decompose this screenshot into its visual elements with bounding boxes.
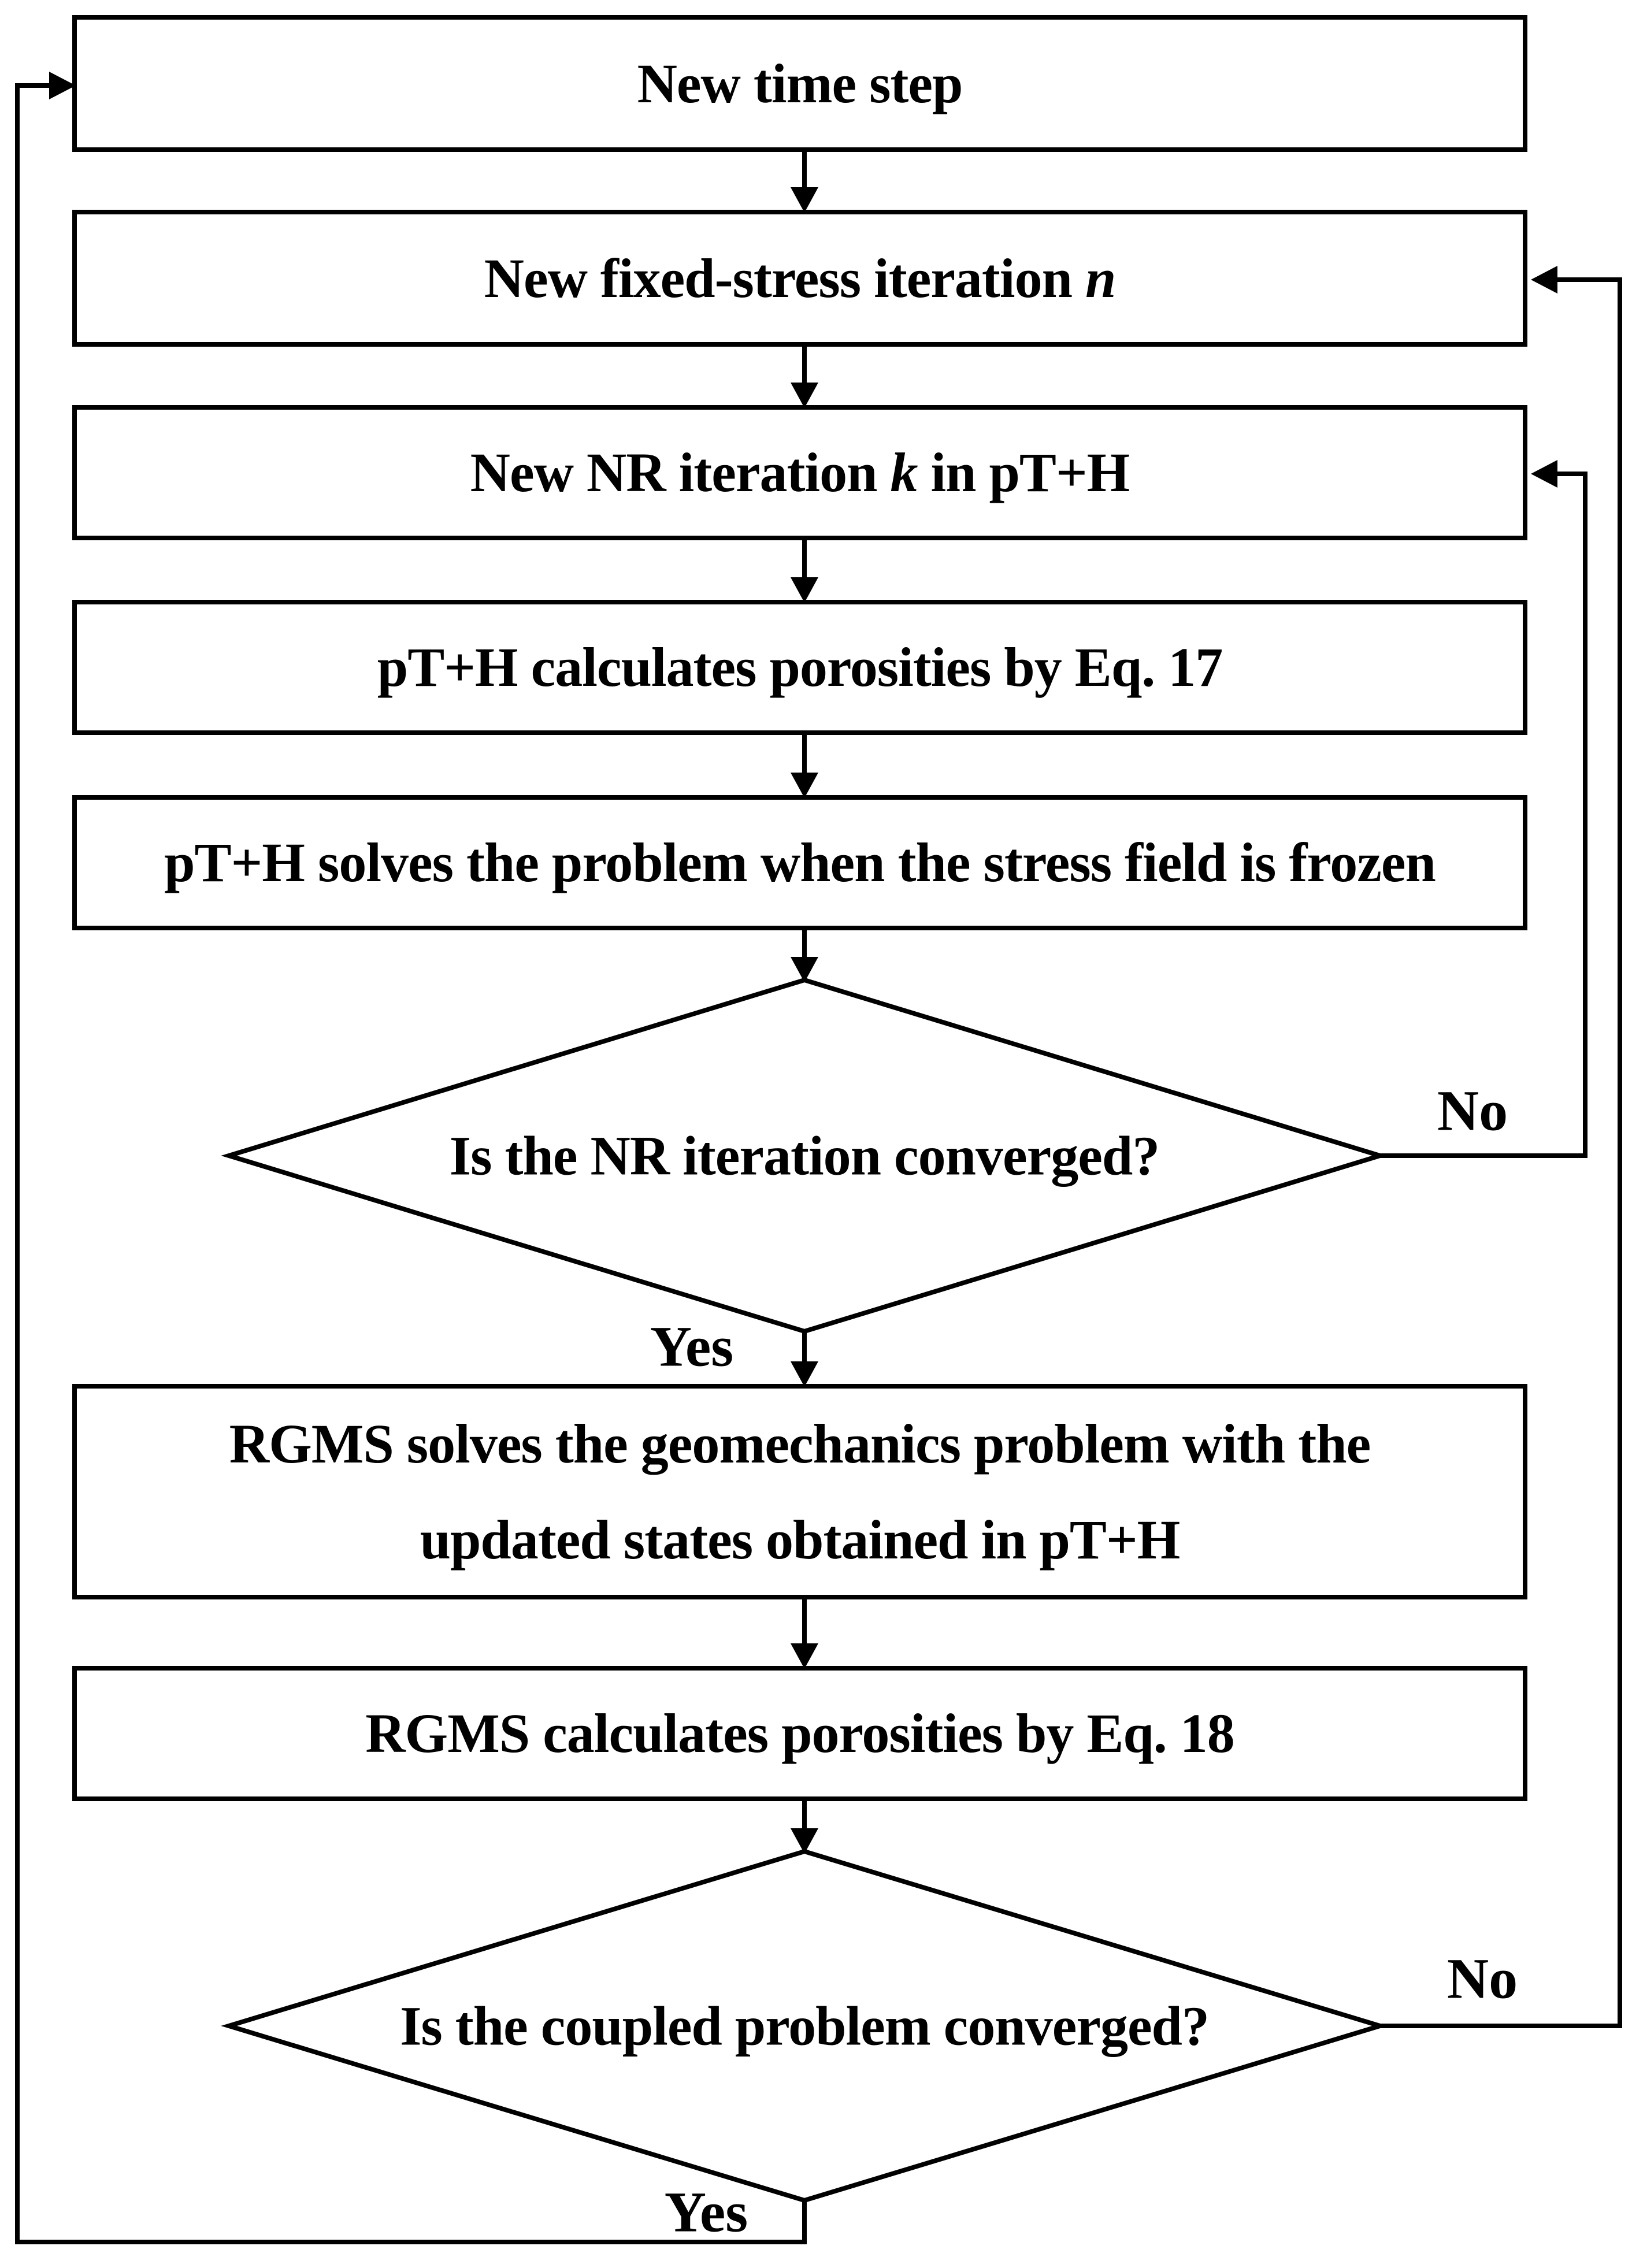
process-box-pth-solves-frozen-stress: pT+H solves the problem when the stress … — [72, 795, 1527, 930]
arrowhead-nr-diamond-to-rgms-solves — [791, 1361, 818, 1387]
process-box-new-nr-iteration: New NR iteration k in pT+H — [72, 405, 1527, 540]
arrowhead-into-new-time-step — [49, 72, 76, 99]
box-label-new-nr-iteration: New NR iteration k in pT+H — [470, 438, 1130, 507]
process-box-new-fixed-stress-iteration: New fixed-stress iteration n — [72, 210, 1527, 347]
yes-loop-line-to-new-time-step — [15, 83, 807, 2244]
decision-question-nr-converged: Is the NR iteration converged? — [449, 1124, 1160, 1187]
arrowhead-solves-to-nr-diamond — [791, 957, 818, 982]
process-box-rgms-solves-geomechanics: RGMS solves the geomechanics problem wit… — [72, 1384, 1527, 1599]
no-loop-line-to-fixed-stress-iteration — [1378, 277, 1622, 2028]
process-box-new-time-step: New time step — [72, 15, 1527, 152]
yes-branch-label-coupled-converged: Yes — [664, 2180, 748, 2244]
box-label-line1: RGMS solves the geomechanics problem wit… — [229, 1413, 1371, 1475]
box-label-new-fixed-stress-iteration: New fixed-stress iteration n — [484, 244, 1117, 313]
box-label-prefix: New NR iteration — [470, 441, 891, 503]
decision-diamond-coupled-converged — [221, 1848, 1388, 2203]
no-branch-label-coupled-converged: No — [1446, 1946, 1518, 2011]
box-label-new-time-step: New time step — [637, 52, 963, 114]
arrowhead-timestep-to-fixedstress — [791, 187, 818, 213]
box-label-pth-calculates-porosities: pT+H calculates porosities by Eq. 17 — [377, 636, 1223, 698]
no-loop-line-to-nr-iteration — [1378, 472, 1588, 1158]
box-label-rgms-solves-geomechanics: RGMS solves the geomechanics problem wit… — [229, 1396, 1371, 1587]
arrowhead-into-fixed-stress-box — [1531, 266, 1557, 294]
process-box-rgms-calculates-porosities: RGMS calculates porosities by Eq. 18 — [72, 1666, 1527, 1801]
arrowhead-into-nr-iteration-box — [1531, 460, 1557, 488]
yes-branch-label-nr-converged: Yes — [650, 1314, 734, 1379]
box-label-rgms-calculates-porosities: RGMS calculates porosities by Eq. 18 — [365, 1702, 1235, 1764]
process-box-pth-calculates-porosities: pT+H calculates porosities by Eq. 17 — [72, 600, 1527, 735]
box-label-line2: updated states obtained in pT+H — [420, 1508, 1181, 1571]
box-label-iteration-symbol-k: k — [890, 441, 918, 503]
box-label-prefix: New fixed-stress iteration — [484, 247, 1085, 309]
arrowhead-fixedstress-to-nriteration — [791, 383, 818, 408]
no-branch-label-nr-converged: No — [1437, 1078, 1508, 1143]
arrowhead-rgms-solves-to-porosities18 — [791, 1643, 818, 1669]
box-label-suffix: in pT+H — [917, 441, 1130, 503]
box-label-pth-solves-frozen-stress: pT+H solves the problem when the stress … — [164, 832, 1436, 893]
box-label-iteration-symbol-n: n — [1085, 247, 1116, 309]
arrowhead-nriteration-to-porosities17 — [791, 577, 818, 603]
arrowhead-porosities17-to-solves — [791, 773, 818, 798]
decision-question-coupled-converged: Is the coupled problem converged? — [400, 1995, 1210, 2057]
arrowhead-porosities18-to-coupled-diamond — [791, 1828, 818, 1854]
